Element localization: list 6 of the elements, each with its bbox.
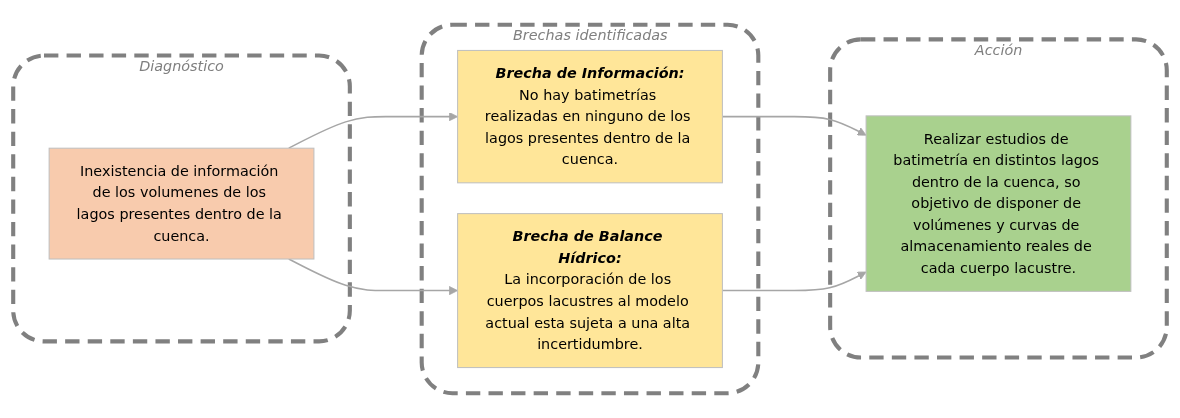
node-box: Brecha de Información: No hay batimetrías realizadas en ninguno de los lagos presentes dentro de la cuenca. [457, 49, 723, 184]
node-box: Inexistencia de información de los volumenes de los lagos presentes dentro de la cuenca. [48, 147, 315, 260]
node-box: Brecha de Balance Hídrico: La incorporación de los cuerpos lacustres al modelo actual esta sujeta a una alta incertidumbre. [457, 213, 723, 369]
arrow [288, 258, 458, 296]
arrow [288, 112, 458, 149]
node-box: Realizar estudios de batimetría en distintos lagos dentro de la cuenca, so objetivo de disponer de volúmenes y curvas de almacenamiento reales de cada cuerpo lacustre. [865, 115, 1132, 292]
